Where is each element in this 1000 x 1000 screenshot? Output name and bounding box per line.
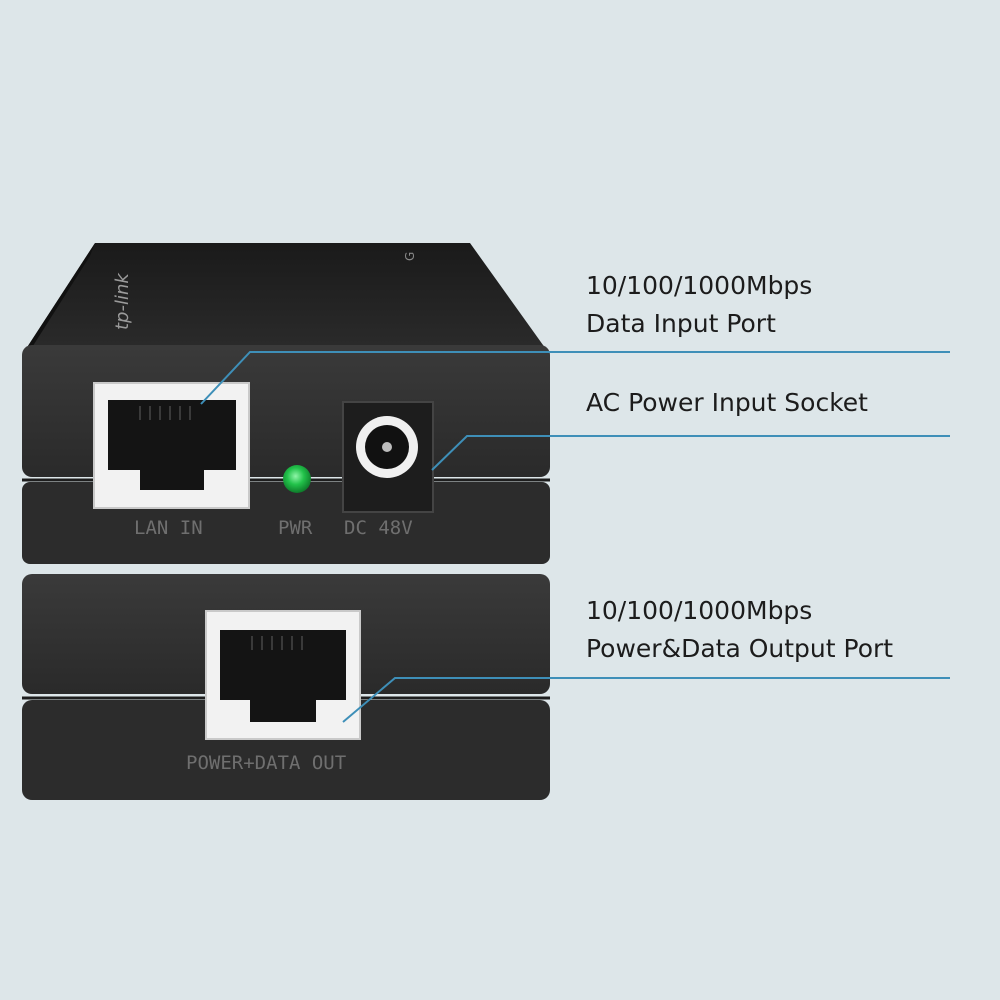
dc-socket xyxy=(342,401,434,513)
callout-data-input-title: Data Input Port xyxy=(586,309,776,338)
lan-in-port-pins xyxy=(139,406,191,420)
callout-power-data-output-title: Power&Data Output Port xyxy=(586,634,894,663)
power-data-out-port xyxy=(205,610,361,740)
pwr-label: PWR xyxy=(278,517,313,539)
tp-link-logo: tp-link xyxy=(112,272,133,330)
lan-in-port xyxy=(93,382,250,509)
callout-line-data-input xyxy=(200,351,950,405)
housing-top-face xyxy=(24,243,548,352)
callout-data-input-port: 10/100/1000Mbps Data Input Port xyxy=(586,267,812,343)
power-data-out-port-pins xyxy=(251,636,303,650)
callout-line-power-data-out xyxy=(342,677,950,723)
power-data-out-label: POWER+DATA OUT xyxy=(186,752,346,774)
power-data-out-port-socket xyxy=(220,630,346,722)
callout-line-ac-power xyxy=(431,435,950,471)
callout-ac-power-title: AC Power Input Socket xyxy=(586,388,868,417)
callout-data-input-speed: 10/100/1000Mbps xyxy=(586,271,813,300)
callout-power-data-output-port: 10/100/1000Mbps Power&Data Output Port xyxy=(586,592,893,668)
bottom-housing-lower xyxy=(22,700,550,800)
logo-text: tp-link xyxy=(112,272,133,330)
lan-in-port-socket xyxy=(108,400,236,490)
small-mark-icon: G xyxy=(403,252,417,261)
lan-in-label: LAN IN xyxy=(134,517,203,539)
callout-ac-power-socket: AC Power Input Socket xyxy=(586,384,868,422)
housing-left-slope xyxy=(24,243,95,360)
dc-socket-pin xyxy=(382,442,392,452)
callout-power-data-output-speed: 10/100/1000Mbps xyxy=(586,596,813,625)
dc-label: DC 48V xyxy=(344,517,413,539)
pwr-led xyxy=(283,465,311,493)
